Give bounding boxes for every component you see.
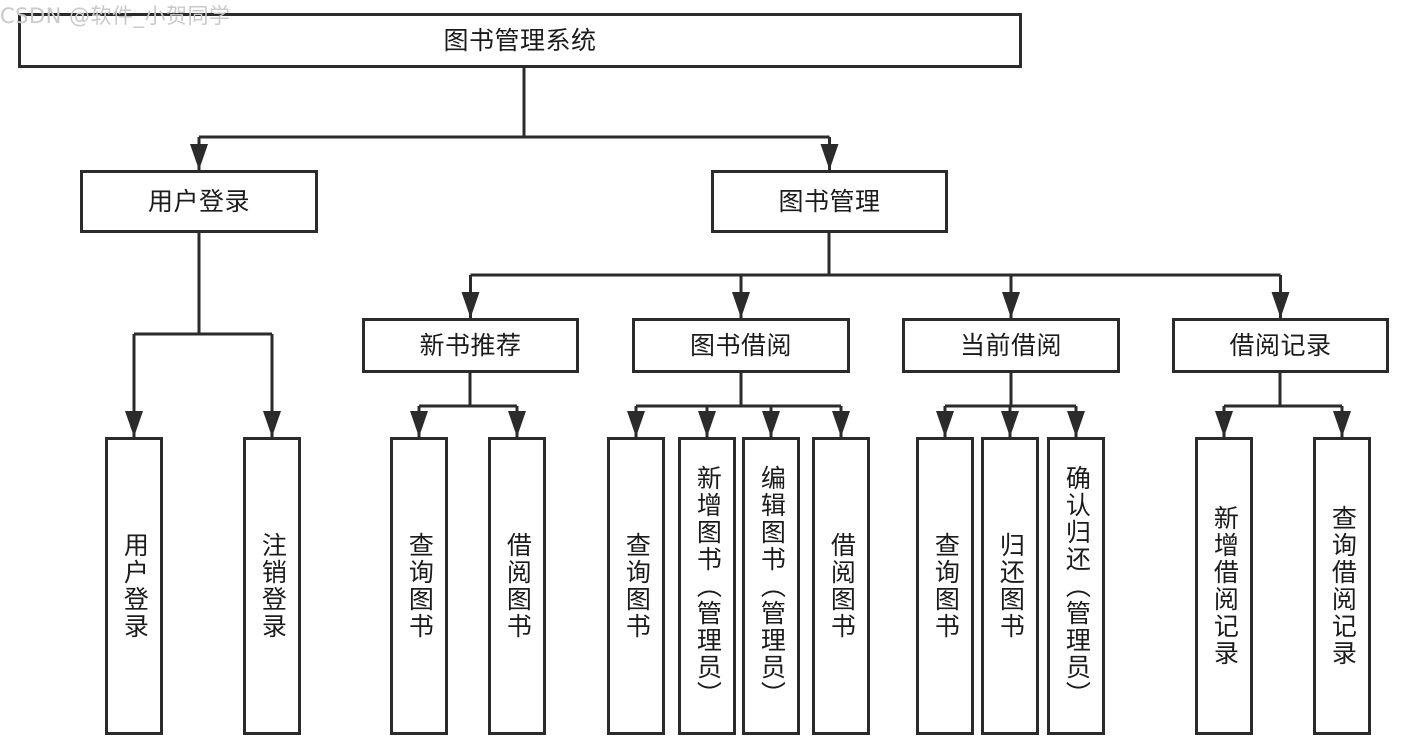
node-box[interactable]: 借阅图书: [488, 437, 546, 735]
node-label: 借阅图书: [827, 532, 857, 640]
node-box[interactable]: 查询借阅记录: [1313, 437, 1371, 735]
arrowhead-icon: [1271, 292, 1290, 318]
arrowhead-icon: [832, 411, 850, 437]
arrowhead-icon: [1001, 411, 1019, 437]
arrowhead-icon: [698, 411, 716, 437]
node-box[interactable]: 当前借阅: [902, 318, 1120, 373]
node-label: 查询借阅记录: [1328, 505, 1358, 667]
node-label: 用户登录: [120, 532, 150, 640]
node-box[interactable]: 编辑图书（管理员）: [742, 437, 800, 735]
node-box[interactable]: 查询图书: [916, 437, 974, 735]
node-box[interactable]: 图书管理系统: [18, 13, 1022, 68]
node-label: 新书推荐: [419, 330, 522, 360]
node-label: 确认归还（管理员）: [1062, 464, 1092, 708]
node-box[interactable]: 图书借阅: [632, 318, 850, 373]
arrowhead-icon: [1215, 411, 1233, 437]
node-label: 借阅记录: [1229, 330, 1332, 360]
node-label: 查询图书: [405, 532, 435, 640]
arrowhead-icon: [125, 411, 143, 437]
node-label: 编辑图书（管理员）: [757, 464, 787, 708]
node-box[interactable]: 查询图书: [390, 437, 448, 735]
node-box[interactable]: 确认归还（管理员）: [1047, 437, 1105, 735]
node-box[interactable]: 图书管理: [711, 170, 948, 233]
node-label: 图书借阅: [689, 330, 792, 360]
node-box[interactable]: 归还图书: [981, 437, 1039, 735]
arrowhead-icon: [936, 411, 954, 437]
node-box[interactable]: 查询图书: [607, 437, 665, 735]
arrowhead-icon: [190, 144, 208, 170]
watermark: CSDN @软件_小贺同学: [0, 4, 231, 28]
node-box[interactable]: 新书推荐: [362, 318, 579, 373]
arrowhead-icon: [762, 411, 780, 437]
arrowhead-icon: [732, 292, 750, 318]
node-label: 图书管理: [778, 186, 881, 216]
arrowhead-icon: [461, 292, 480, 318]
node-label: 归还图书: [996, 532, 1026, 640]
arrowhead-icon: [1333, 411, 1351, 437]
arrowhead-icon: [410, 411, 428, 437]
node-box[interactable]: 用户登录: [105, 437, 163, 735]
node-box[interactable]: 注销登录: [243, 437, 301, 735]
node-label: 用户登录: [147, 186, 250, 216]
node-label: 图书管理系统: [443, 25, 597, 55]
arrowhead-icon: [263, 411, 281, 437]
node-label: 查询图书: [622, 532, 652, 640]
arrowhead-icon: [1067, 411, 1085, 437]
node-label: 注销登录: [258, 532, 288, 640]
node-box[interactable]: 新增图书（管理员）: [678, 437, 736, 735]
arrowhead-icon: [508, 411, 526, 437]
arrowhead-icon: [1002, 292, 1020, 318]
node-label: 查询图书: [931, 532, 961, 640]
node-box[interactable]: 新增借阅记录: [1195, 437, 1253, 735]
node-label: 新增借阅记录: [1210, 505, 1240, 667]
node-box[interactable]: 用户登录: [80, 170, 318, 233]
node-box[interactable]: 借阅记录: [1172, 318, 1389, 373]
arrowhead-icon: [627, 411, 645, 437]
node-box[interactable]: 借阅图书: [812, 437, 870, 735]
node-label: 借阅图书: [503, 532, 533, 640]
node-label: 新增图书（管理员）: [693, 464, 723, 708]
arrowhead-icon: [820, 144, 839, 170]
node-label: 当前借阅: [959, 330, 1062, 360]
